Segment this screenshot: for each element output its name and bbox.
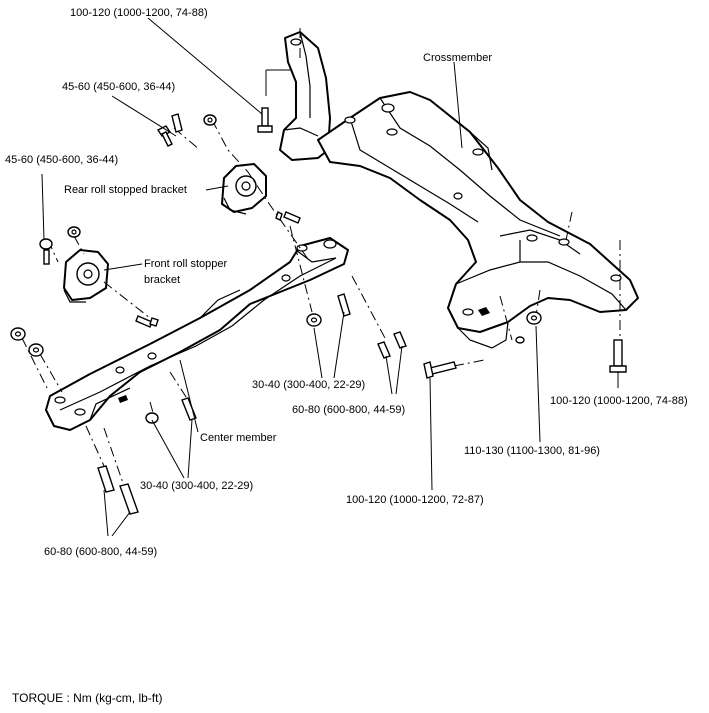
washer-right (515, 336, 525, 344)
torque-label-mid-60: 60-80 (600-800, 44-59) (292, 404, 406, 416)
nut-left-2 (28, 343, 44, 357)
bolt-rear-bracket-1 (156, 125, 173, 147)
bolt-top (257, 107, 273, 133)
center-member-label: Center member (200, 432, 277, 444)
bolt-front-bracket-2 (135, 315, 159, 328)
bolt-mid-3 (393, 331, 407, 349)
nut-left-1 (10, 327, 26, 341)
nut-front-bracket (67, 226, 81, 238)
torque-label-mid-30: 30-40 (300-400, 22-29) (252, 379, 366, 391)
bolt-rear-bracket-3 (275, 211, 301, 224)
assembly-centerlines (21, 28, 621, 487)
nut-rear-bracket (203, 114, 217, 126)
torque-label-bottom-60: 60-80 (600-800, 44-59) (44, 546, 158, 558)
bolt-front-bracket-1 (39, 238, 53, 265)
rear-roll-stopper-bracket (221, 163, 267, 215)
front-roll-stopper-bracket-label-2: bracket (144, 274, 181, 286)
bolt-rear-bracket-2 (171, 113, 183, 133)
nut-center (306, 313, 322, 327)
bolt-mid-2 (377, 341, 391, 359)
crossmember-label: Crossmember (423, 52, 493, 64)
torque-label-110: 110-130 (1100-1300, 81-96) (464, 445, 600, 457)
bolt-lower-1 (181, 397, 197, 421)
torque-label-front-bracket: 45-60 (450-600, 36-44) (5, 154, 119, 166)
front-roll-stopper-bracket (63, 249, 109, 303)
torque-label-right: 100-120 (1000-1200, 74-88) (550, 395, 688, 407)
bolt-bottom-2 (119, 483, 139, 515)
rear-roll-stopper-bracket-label: Rear roll stopped bracket (64, 184, 187, 196)
torque-label-rear-bracket: 45-60 (450-600, 36-44) (62, 81, 176, 93)
leader-lines (41, 17, 619, 537)
fasteners (10, 107, 627, 515)
bolt-right-vertical (609, 339, 627, 373)
torque-label-bottom-30: 30-40 (300-400, 22-29) (140, 480, 254, 492)
front-roll-stopper-bracket-label-1: Front roll stopper (144, 258, 228, 270)
torque-label-lower-100: 100-120 (1000-1200, 72-87) (346, 494, 484, 506)
bolt-bottom-1 (97, 465, 115, 493)
crossmember (279, 31, 639, 349)
nut-right (526, 311, 542, 325)
bolt-lower-right (423, 361, 457, 379)
torque-units-footer: TORQUE : Nm (kg-cm, lb-ft) (12, 691, 163, 705)
torque-label-top: 100-120 (1000-1200, 74-88) (70, 7, 208, 19)
bolt-mid-1 (337, 293, 351, 317)
nut-lower (145, 412, 159, 424)
center-member (45, 237, 349, 431)
